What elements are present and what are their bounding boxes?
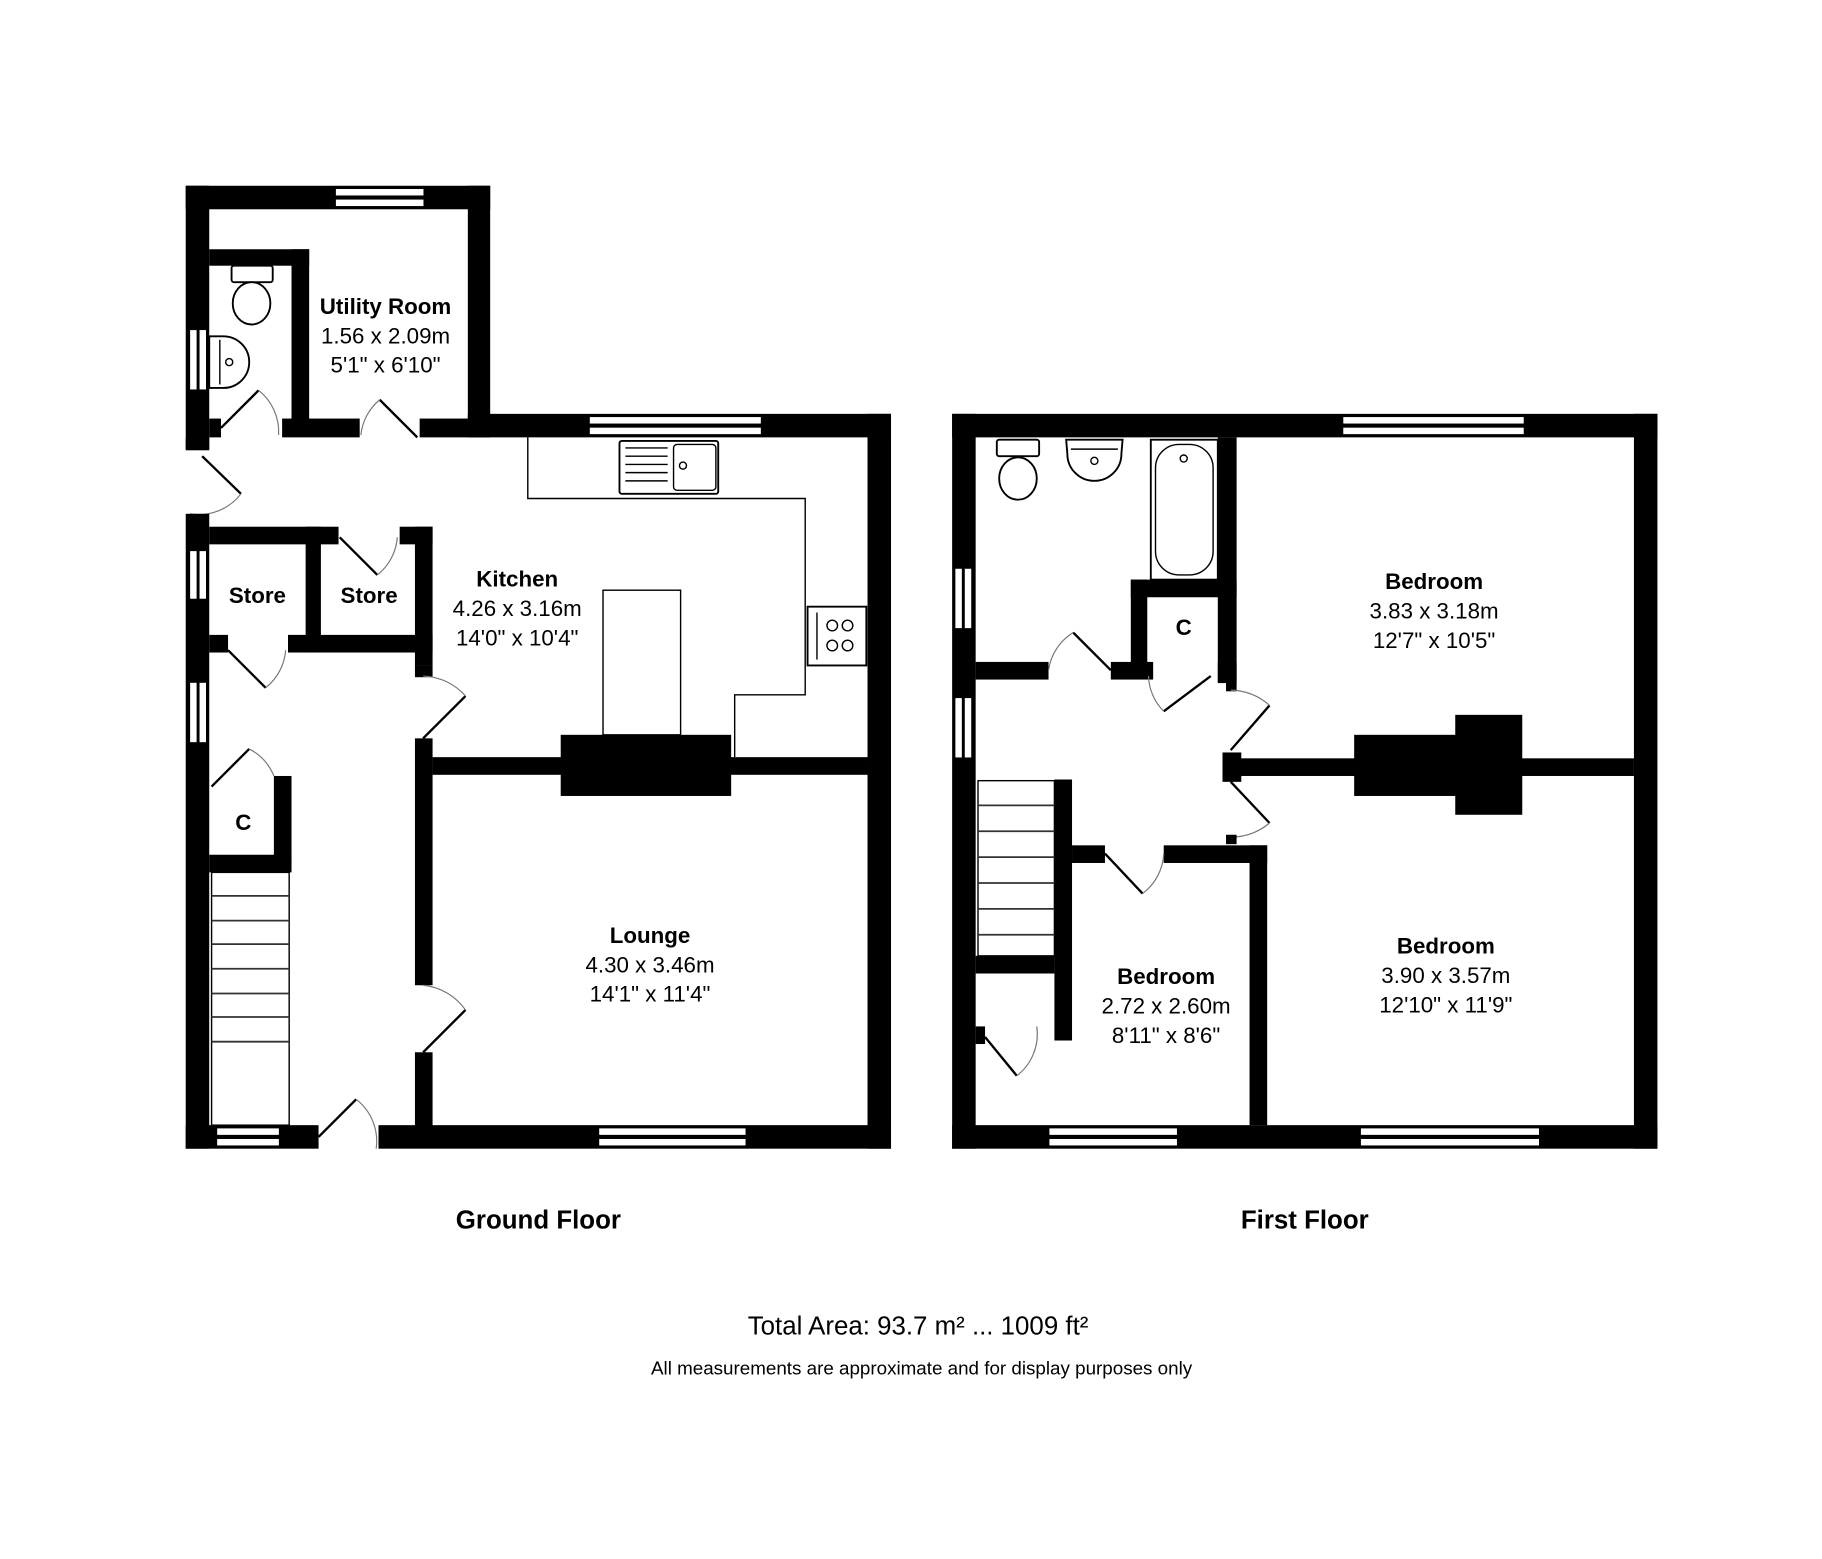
door-kitchen[interactable] bbox=[422, 675, 467, 740]
bath-icon bbox=[1149, 438, 1219, 581]
door-wc[interactable] bbox=[220, 389, 280, 436]
basin-icon bbox=[208, 335, 251, 389]
room-name-utility: Utility Room bbox=[320, 294, 451, 319]
door-bedroom-1[interactable] bbox=[1229, 689, 1271, 751]
door-lounge[interactable] bbox=[422, 984, 467, 1054]
room-metric-kitchen: 4.26 x 3.16m bbox=[453, 596, 582, 621]
staircase-ff bbox=[977, 779, 1056, 957]
door-cupboard-ff[interactable] bbox=[1147, 675, 1212, 713]
room-imperial-bedroom-3: 12'10" x 11'9" bbox=[1379, 992, 1512, 1017]
front-door[interactable] bbox=[317, 1098, 378, 1149]
room-metric-bedroom-1: 3.83 x 3.18m bbox=[1370, 598, 1499, 623]
door-bedroom-2[interactable] bbox=[1104, 852, 1165, 895]
floor-label-ground: Ground Floor bbox=[456, 1207, 621, 1235]
basin-icon bbox=[1065, 438, 1124, 482]
ground-floor-plan: Utility Room 1.56 x 2.09m 5'1" x 6'10" S… bbox=[185, 185, 892, 1235]
room-name-cupboard-ff: C bbox=[1176, 615, 1192, 640]
room-name-store-1: Store bbox=[229, 583, 286, 608]
room-metric-lounge: 4.30 x 3.46m bbox=[586, 952, 715, 977]
back-door[interactable] bbox=[190, 455, 242, 516]
sink-icon bbox=[618, 439, 720, 495]
staircase-gf bbox=[210, 871, 290, 1126]
room-name-bedroom-2: Bedroom bbox=[1117, 964, 1215, 989]
door-utility[interactable] bbox=[360, 398, 419, 439]
room-name-bedroom-1: Bedroom bbox=[1385, 569, 1483, 594]
door-store-2[interactable] bbox=[338, 536, 398, 576]
room-imperial-utility: 5'1" x 6'10" bbox=[331, 353, 441, 378]
toilet-icon bbox=[230, 264, 274, 326]
room-name-bedroom-3: Bedroom bbox=[1397, 934, 1495, 959]
door-cupboard-gf[interactable] bbox=[210, 748, 275, 788]
room-imperial-lounge: 14'1" x 11'4" bbox=[590, 982, 711, 1007]
room-imperial-bedroom-1: 12'7" x 10'5" bbox=[1373, 628, 1495, 653]
room-name-cupboard-gf: C bbox=[235, 810, 251, 835]
room-name-kitchen: Kitchen bbox=[476, 567, 558, 592]
room-name-lounge: Lounge bbox=[610, 923, 691, 948]
total-area: Total Area: 93.7 m² ... 1009 ft² bbox=[748, 1312, 1089, 1340]
chimney-breast bbox=[1354, 734, 1460, 796]
room-metric-bedroom-2: 2.72 x 2.60m bbox=[1102, 993, 1231, 1018]
door-bathroom[interactable] bbox=[1047, 631, 1112, 671]
door-bedroom-3[interactable] bbox=[1229, 781, 1271, 838]
room-metric-bedroom-3: 3.90 x 3.57m bbox=[1381, 963, 1510, 988]
toilet-icon bbox=[995, 438, 1041, 501]
room-imperial-bedroom-2: 8'11" x 8'6" bbox=[1112, 1023, 1220, 1048]
hob-icon bbox=[806, 605, 868, 667]
room-metric-utility: 1.56 x 2.09m bbox=[321, 323, 450, 348]
disclaimer: All measurements are approximate and for… bbox=[651, 1357, 1193, 1378]
door-store-1[interactable] bbox=[227, 649, 287, 689]
window bbox=[334, 187, 426, 198]
door-wardrobe[interactable] bbox=[984, 1026, 1038, 1077]
room-name-store-2: Store bbox=[341, 583, 398, 608]
first-floor-plan: C Bedroom 3.83 x 3.18m 12'7" x 10'5" Bed… bbox=[952, 413, 1658, 1235]
room-imperial-kitchen: 14'0" x 10'4" bbox=[456, 625, 578, 650]
chimney-breast bbox=[560, 734, 732, 796]
floor-label-first: First Floor bbox=[1241, 1207, 1369, 1235]
